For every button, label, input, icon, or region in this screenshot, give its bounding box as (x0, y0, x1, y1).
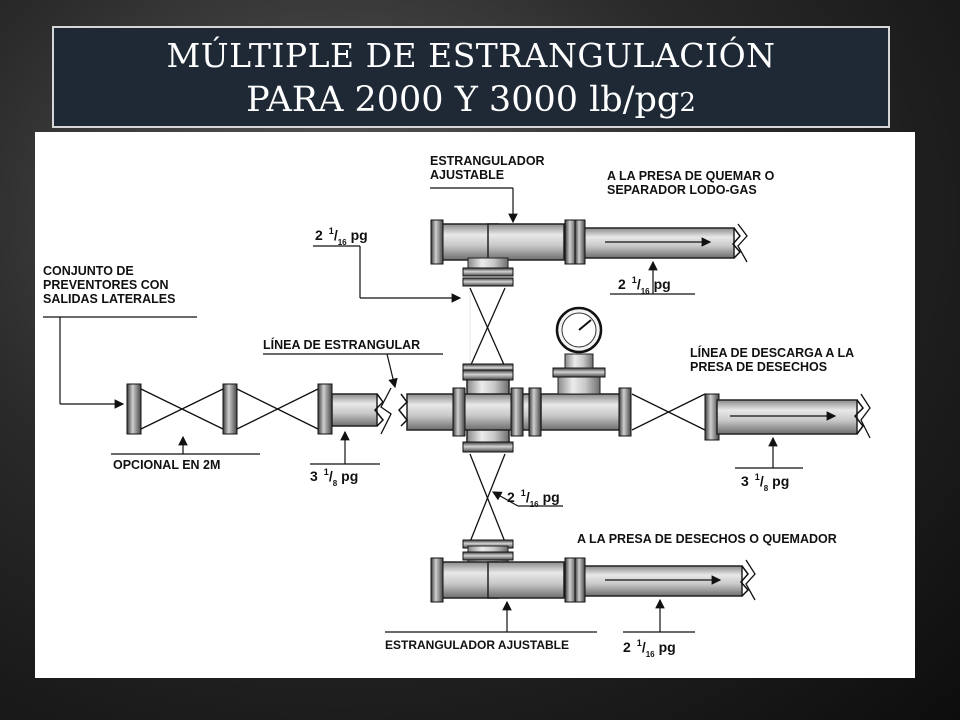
label-estrangulador-bottom: ESTRANGULADOR AJUSTABLE (385, 638, 570, 652)
slide-title-exponent: 2 (679, 88, 696, 118)
size-num: 1 (520, 488, 526, 498)
label-presa-desechos-quemador: A LA PRESA DE DESECHOS O QUEMADOR (577, 532, 837, 546)
size-whole: 3 (741, 473, 749, 489)
label-linea-descarga: LÍNEA DE DESCARGA A LA PRESA DE DESECHOS (690, 346, 854, 374)
label-estrangulador-top-line2: AJUSTABLE (430, 168, 505, 182)
label-linea-descarga-line2: PRESA DE DESECHOS (690, 360, 828, 374)
size-num: 1 (636, 638, 642, 648)
label-conjunto-line3: SALIDAS LATERALES (43, 292, 176, 306)
size-whole: 2 (507, 489, 515, 505)
size-den: 8 (763, 484, 769, 493)
label-linea-descarga-line1: LÍNEA DE DESCARGA A LA (690, 346, 855, 360)
size-num: 1 (631, 275, 637, 285)
upper-vertical-valve (462, 277, 514, 373)
label-linea-estrangular: LÍNEA DE ESTRANGULAR (263, 338, 421, 352)
diagram-drawing (43, 187, 871, 633)
slide-title-line1: MÚLTIPLE DE ESTRANGULACIÓN (166, 36, 776, 75)
slide-title-line2-text: PARA 2000 Y 3000 lb/pg (246, 80, 680, 120)
label-presa-quemar-line1: A LA PRESA DE QUEMAR O (607, 169, 775, 183)
slide-title-line2: PARA 2000 Y 3000 lb/pg2 (54, 80, 888, 120)
label-conjunto-line2: PREVENTORES CON (43, 278, 169, 292)
size-num: 1 (754, 472, 760, 482)
bottom-branch (430, 545, 756, 603)
size-whole: 2 (618, 276, 626, 292)
choke-manifold-diagram: ESTRANGULADOR AJUSTABLE A LA PRESA DE QU… (35, 132, 915, 678)
size-whole: 2 (315, 227, 323, 243)
label-conjunto-preventores: CONJUNTO DE PREVENTORES CON SALIDAS LATE… (43, 264, 175, 306)
label-leader-lines (43, 187, 803, 633)
size-den: 16 (529, 500, 539, 509)
label-estrangulador-top: ESTRANGULADOR AJUSTABLE (430, 154, 545, 182)
gauge-tee (540, 306, 632, 437)
slide-title-box: MÚLTIPLE DE ESTRANGULACIÓN PARA 2000 Y 3… (52, 26, 890, 128)
size-unit: pg (772, 473, 790, 489)
size-den: 16 (640, 287, 650, 296)
size-whole: 3 (310, 468, 318, 484)
size-unit: pg (341, 468, 359, 484)
size-den: 16 (337, 238, 347, 247)
size-unit: pg (658, 639, 676, 655)
right-discharge-line (631, 393, 871, 441)
label-conjunto-line1: CONJUNTO DE (43, 264, 134, 278)
size-num: 1 (328, 226, 334, 236)
lower-vertical-valve (462, 453, 514, 549)
size-unit: pg (653, 276, 671, 292)
size-whole: 2 (623, 639, 631, 655)
top-branch (430, 219, 748, 277)
size-den: 16 (645, 650, 655, 659)
central-cross (406, 369, 542, 453)
label-estrangulador-top-line1: ESTRANGULADOR (430, 154, 545, 168)
size-den: 8 (332, 479, 338, 488)
label-opcional: OPCIONAL EN 2M (113, 458, 221, 472)
label-presa-quemar-line2: SEPARADOR LODO-GAS (607, 183, 757, 197)
label-presa-quemar: A LA PRESA DE QUEMAR O SEPARADOR LODO-GA… (607, 169, 774, 197)
left-kill-line (126, 383, 409, 435)
size-num: 1 (323, 467, 329, 477)
size-unit: pg (542, 489, 560, 505)
size-unit: pg (350, 227, 368, 243)
